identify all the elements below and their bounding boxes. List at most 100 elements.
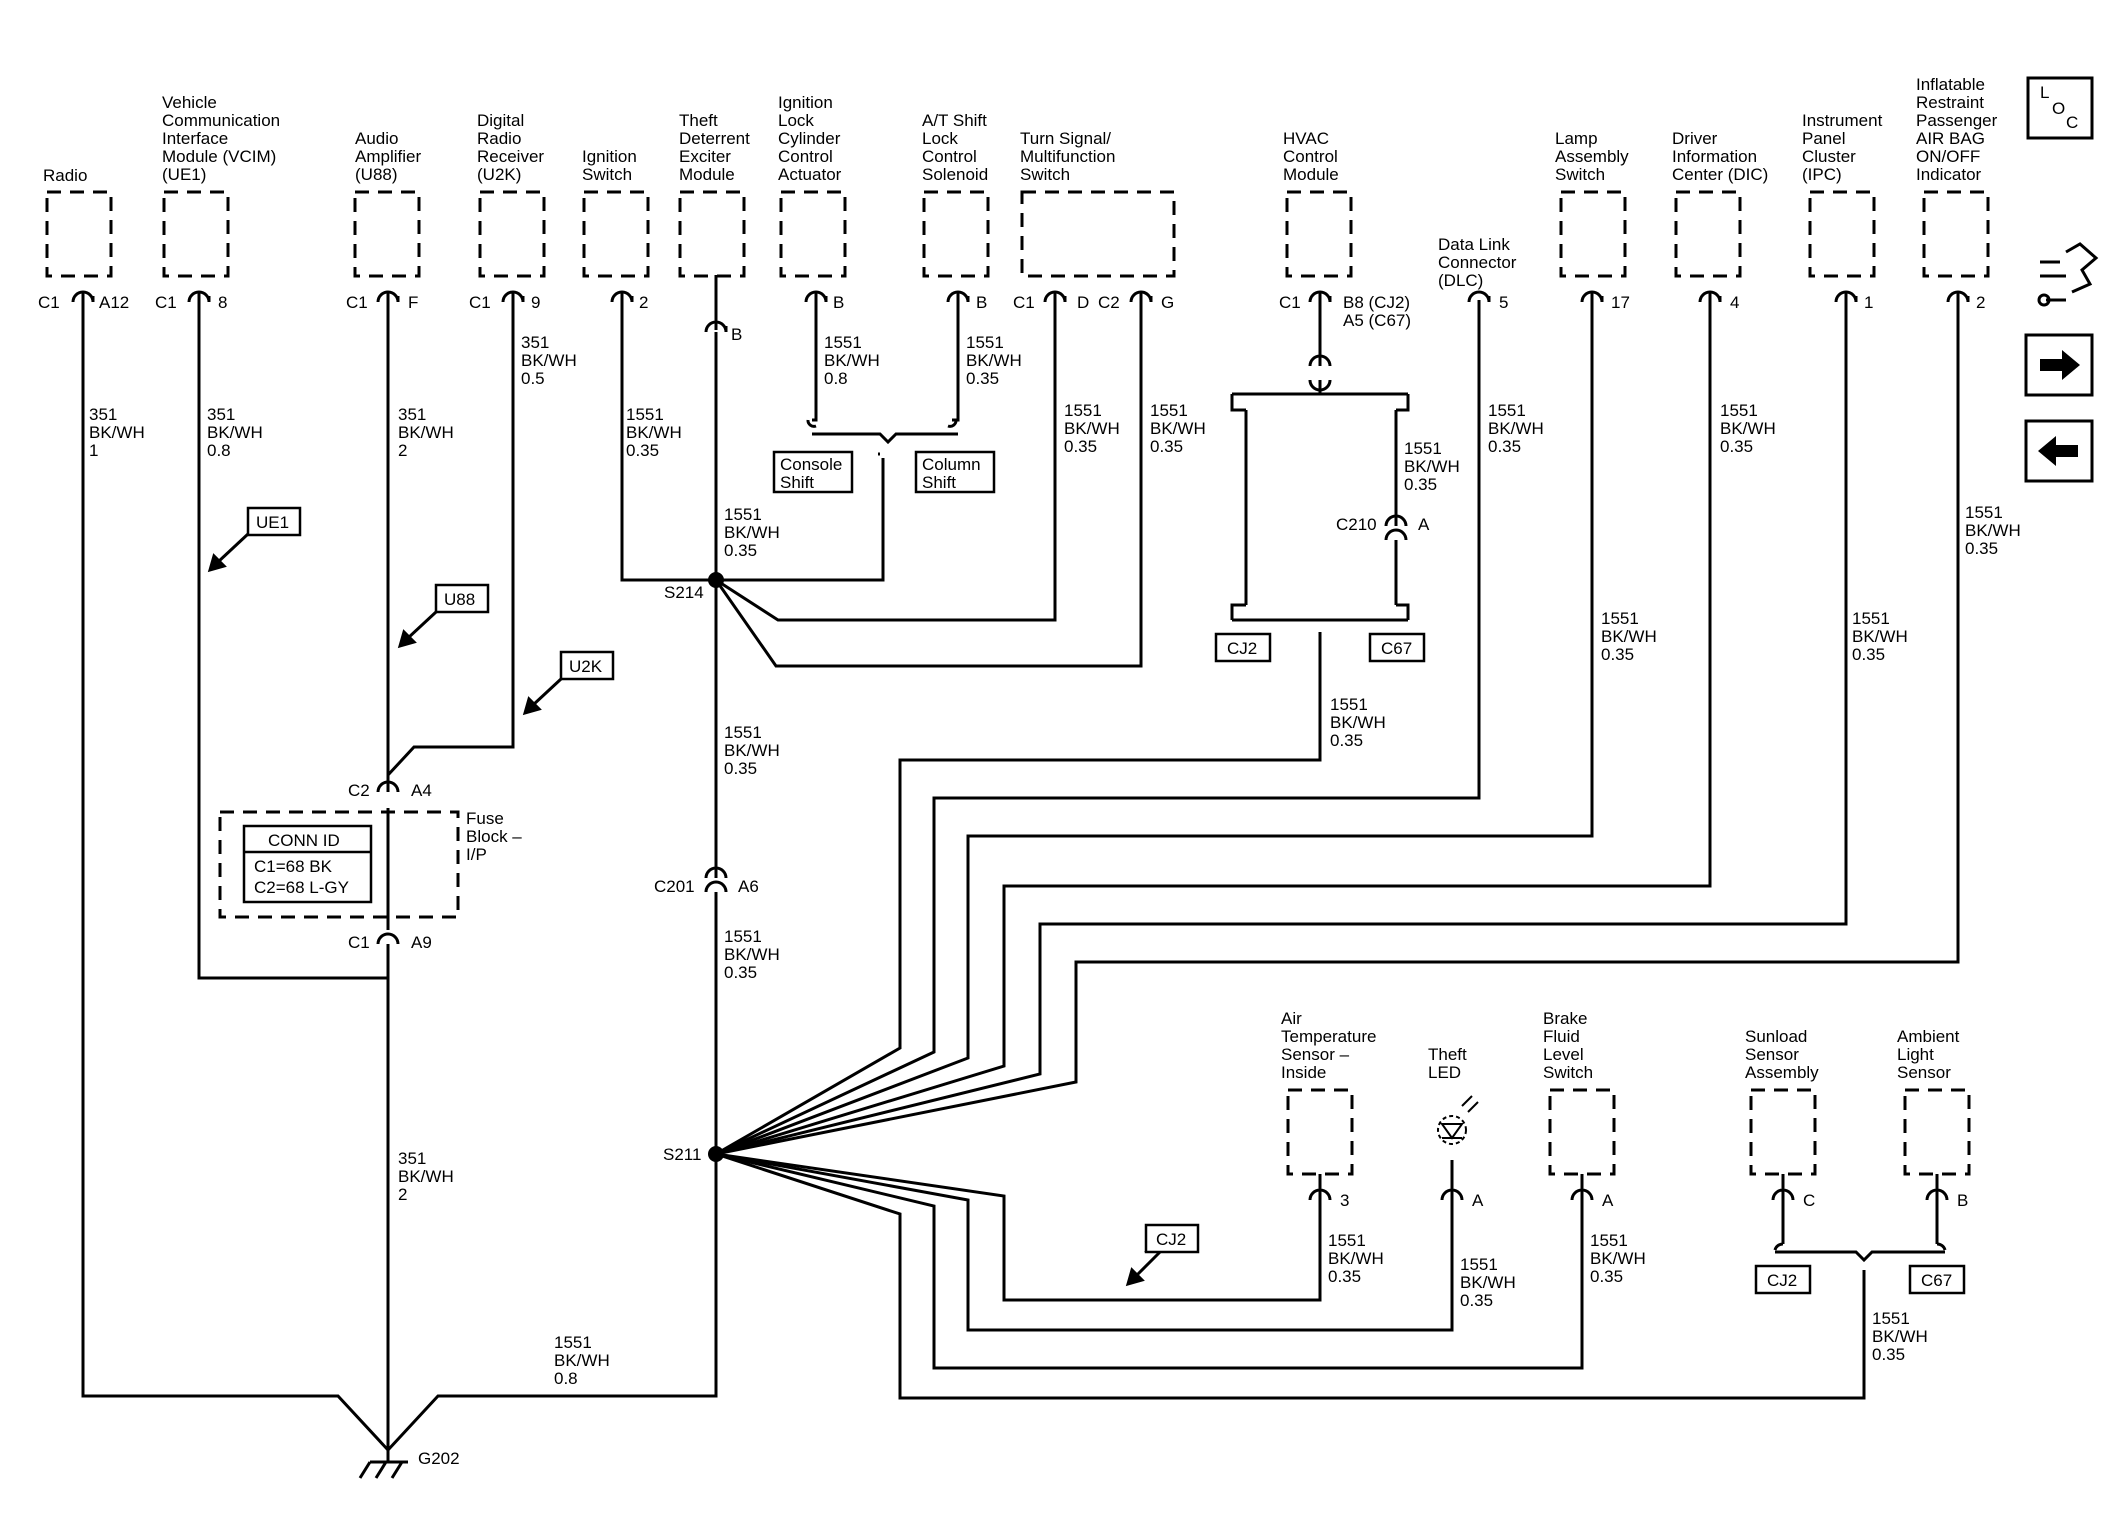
console-shift-label: Console Shift: [780, 455, 847, 492]
radio-pin: A12: [99, 293, 129, 312]
cj2-arrow-tag-label: CJ2: [1156, 1230, 1186, 1249]
brake-box: [1548, 1088, 1616, 1176]
wires: [81, 275, 1960, 1479]
at-shift-box: [922, 190, 990, 278]
drr-label: Digital Radio Receiver (U2K): [477, 111, 549, 184]
dic-label: Driver Information Center (DIC): [1672, 129, 1768, 184]
sunload-box: [1749, 1088, 1817, 1176]
c210-label: C210: [1336, 515, 1377, 534]
lock-actuator-box: [779, 190, 847, 278]
u2k-tag[interactable]: [559, 650, 615, 681]
airbag-box: [1922, 190, 1990, 278]
c67-option-b: [1908, 1264, 1966, 1295]
ue1-tag-label: UE1: [256, 513, 289, 532]
amp-box: [353, 190, 421, 278]
lamp-label: Lamp Assembly Switch: [1555, 129, 1633, 184]
next-arrow-button[interactable]: [2024, 333, 2094, 397]
ground-label: G202: [418, 1449, 460, 1468]
tag-boxes: [246, 450, 1966, 1295]
loc-button[interactable]: L O C: [2026, 76, 2094, 140]
lamp-pin: 17: [1611, 293, 1630, 312]
air-temp-pin: 3: [1340, 1191, 1349, 1210]
brake-pin: A: [1602, 1191, 1614, 1210]
c201-pin: A6: [738, 877, 759, 896]
cj2-option-b: [1754, 1264, 1812, 1295]
sunload-pin: C: [1803, 1191, 1815, 1210]
fuse-block-label: Fuse Block – I/P: [466, 809, 526, 864]
theft-led-label: Theft LED: [1428, 1045, 1471, 1082]
next-arrow-icon: [2040, 350, 2080, 380]
column-shift-box: [914, 450, 996, 494]
hvac-pin-b: A5 (C67): [1343, 311, 1411, 330]
lock-actuator-label: Ignition Lock Cylinder Control Actuator: [778, 93, 845, 184]
dic-pin: 4: [1730, 293, 1739, 312]
ambient-box: [1903, 1088, 1971, 1176]
lamp-box: [1559, 190, 1627, 278]
radio-box: [45, 190, 113, 278]
c67-option-b-label: C67: [1921, 1271, 1952, 1290]
tag-labels: UE1 U88 U2K CJ2 CJ2 C67 CJ2 C67 Console …: [256, 455, 1952, 1290]
conn-id-title: CONN ID: [268, 831, 340, 850]
conn-id-c2: C2=68 L-GY: [254, 878, 349, 897]
dlc-label: Data Link Connector (DLC): [1438, 235, 1521, 290]
radio-label: Radio: [43, 166, 87, 185]
prev-arrow-button[interactable]: [2024, 419, 2094, 483]
right-nav: L O C: [2024, 76, 2099, 483]
ipc-label: Instrument Panel Cluster (IPC): [1802, 111, 1887, 184]
drr-pin: 9: [531, 293, 540, 312]
splice-s211: [708, 1146, 724, 1162]
s214-label: S214: [664, 583, 704, 602]
component-labels: Radio Vehicle Communication Interface Mo…: [43, 75, 2002, 1082]
theft-led-icon: [1437, 1095, 1479, 1145]
ipc-box: [1808, 190, 1876, 278]
terminals: [71, 290, 1970, 1201]
u2k-tag-label: U2K: [569, 657, 603, 676]
ue1-tag[interactable]: [246, 506, 302, 537]
fuse-block-box: [218, 810, 460, 919]
turn-conn1: C1: [1013, 293, 1035, 312]
u88-tag-label: U88: [444, 590, 475, 609]
at-shift-label: A/T Shift Lock Control Solenoid: [922, 111, 992, 184]
connector-end-view-icon[interactable]: [2037, 242, 2099, 307]
loc-o: O: [2052, 99, 2065, 118]
hvac-box: [1285, 190, 1353, 278]
air-temp-label: Air Temperature Sensor – Inside: [1281, 1009, 1381, 1082]
ambient-pin: B: [1957, 1191, 1968, 1210]
u88-tag[interactable]: [434, 583, 490, 614]
brake-label: Brake Fluid Level Switch: [1543, 1009, 1593, 1082]
turn-signal-label: Turn Signal/ Multifunction Switch: [1020, 129, 1120, 184]
c67-option-a: [1368, 632, 1426, 663]
loc-l: L: [2040, 83, 2049, 102]
theft-module-label: Theft Deterrent Exciter Module: [679, 111, 755, 184]
prev-arrow-icon: [2038, 436, 2078, 466]
hvac-label: HVAC Control Module: [1283, 129, 1343, 184]
drr-conn: C1: [469, 293, 491, 312]
airbag-label: Inflatable Restraint Passenger AIR BAG O…: [1916, 75, 2002, 184]
at-shift-pin: B: [976, 293, 987, 312]
cj2-arrow-tag[interactable]: [1144, 1223, 1200, 1254]
splices: S214 S211: [663, 572, 724, 1164]
turn-signal-box: [1020, 190, 1176, 278]
cj2-option-a-label: CJ2: [1227, 639, 1257, 658]
loc-c: C: [2066, 113, 2078, 132]
air-temp-box: [1286, 1088, 1354, 1176]
